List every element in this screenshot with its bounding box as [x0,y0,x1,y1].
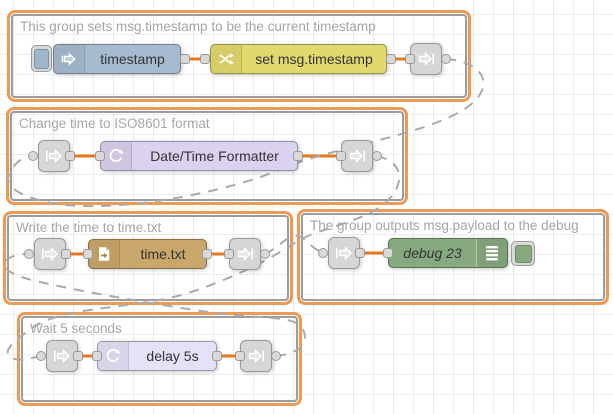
debug-button-face [514,244,532,263]
link-in-port[interactable] [28,151,38,161]
file-out-icon [89,240,120,268]
input-port[interactable] [95,151,105,161]
output-port[interactable] [180,54,190,64]
link-out-port[interactable] [441,54,451,64]
timer-icon [101,142,132,170]
inject-button-face [34,48,49,69]
link-out-icon [349,148,365,164]
input-port[interactable] [383,248,393,258]
group-label: Write the time to time.txt [16,220,162,235]
output-port[interactable] [293,151,303,161]
link-out-icon [418,51,434,67]
input-port[interactable] [200,54,210,64]
node-file-time-txt[interactable]: time.txt [88,239,207,269]
debug-list-icon [476,239,507,267]
debug-toggle-button[interactable] [511,241,535,266]
node-label: delay 5s [146,348,199,364]
input-port[interactable] [405,54,415,64]
node-inject-timestamp[interactable]: timestamp [53,44,181,74]
shuffle-icon [211,45,242,73]
output-port[interactable] [61,249,71,259]
node-label: timestamp [100,51,165,67]
node-label: time.txt [140,246,186,262]
node-debug-23[interactable]: debug 23 [388,238,508,268]
link-in-icon [42,246,58,262]
node-label: Date/Time Formatter [150,148,279,164]
node-date-time-formatter[interactable]: Date/Time Formatter [100,141,298,171]
output-port[interactable] [386,54,396,64]
link-out-port[interactable] [260,249,270,259]
link-in-icon [46,148,62,164]
output-port[interactable] [202,249,212,259]
link-out-port[interactable] [271,351,281,361]
node-label: debug 23 [403,245,462,261]
output-port[interactable] [65,151,75,161]
input-port[interactable] [336,151,346,161]
link-in-port[interactable] [24,249,34,259]
group-label: Wait 5 seconds [30,321,122,336]
link-out-port[interactable] [372,151,382,161]
inject-trigger-button[interactable] [31,45,52,72]
timer-icon [98,342,129,370]
input-port[interactable] [92,351,102,361]
node-delay-5s[interactable]: delay 5s [97,341,217,371]
link-in-icon [336,245,352,261]
node-label: set msg.timestamp [255,51,373,67]
link-out-icon [237,246,253,262]
output-port[interactable] [212,351,222,361]
input-port[interactable] [224,249,234,259]
inject-arrow-icon [54,45,85,73]
node-change-set-msg-timestamp[interactable]: set msg.timestamp [210,44,387,74]
link-in-icon [54,348,70,364]
group-label: This group sets msg.timestamp to be the … [20,19,376,34]
input-port[interactable] [83,249,93,259]
group-label: The group outputs msg.payload to the deb… [310,218,579,233]
input-port[interactable] [235,351,245,361]
link-in-port[interactable] [318,248,328,258]
link-in-port[interactable] [36,351,46,361]
group-label: Change time to ISO8601 format [19,116,210,131]
link-out-icon [248,348,264,364]
output-port[interactable] [355,248,365,258]
output-port[interactable] [73,351,83,361]
